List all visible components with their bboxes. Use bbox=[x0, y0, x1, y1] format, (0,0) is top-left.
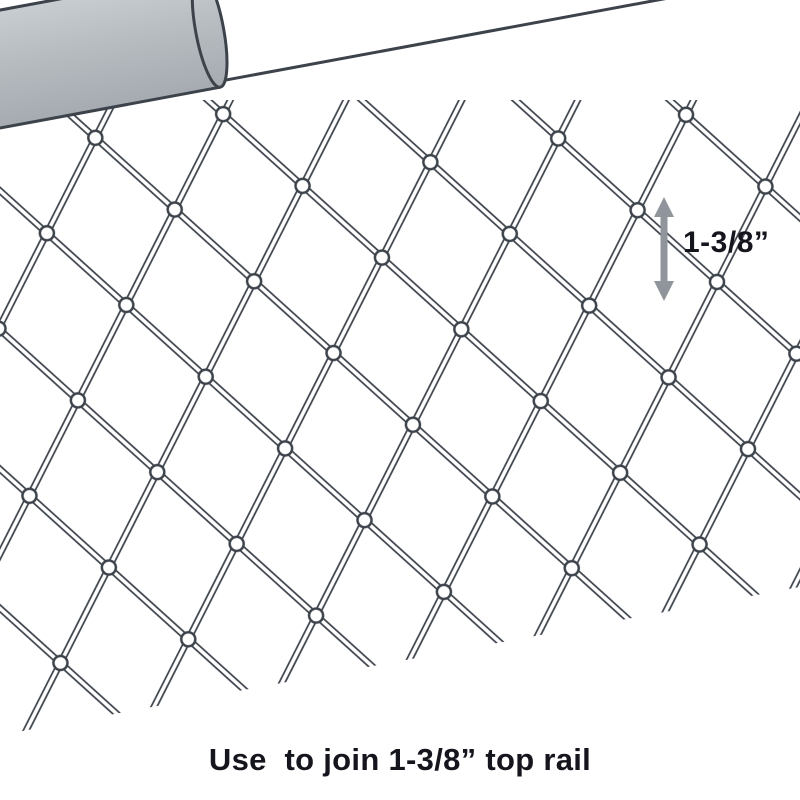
sleeve-right-rim bbox=[190, 0, 229, 89]
dimension-arrow-icon bbox=[654, 197, 674, 301]
rail-sleeve-right bbox=[0, 0, 229, 139]
caption: Use to join 1-3/8” top rail bbox=[208, 742, 592, 777]
top-rail-pipe bbox=[0, 0, 800, 195]
dimension-label: 1-3/8” bbox=[683, 226, 770, 259]
